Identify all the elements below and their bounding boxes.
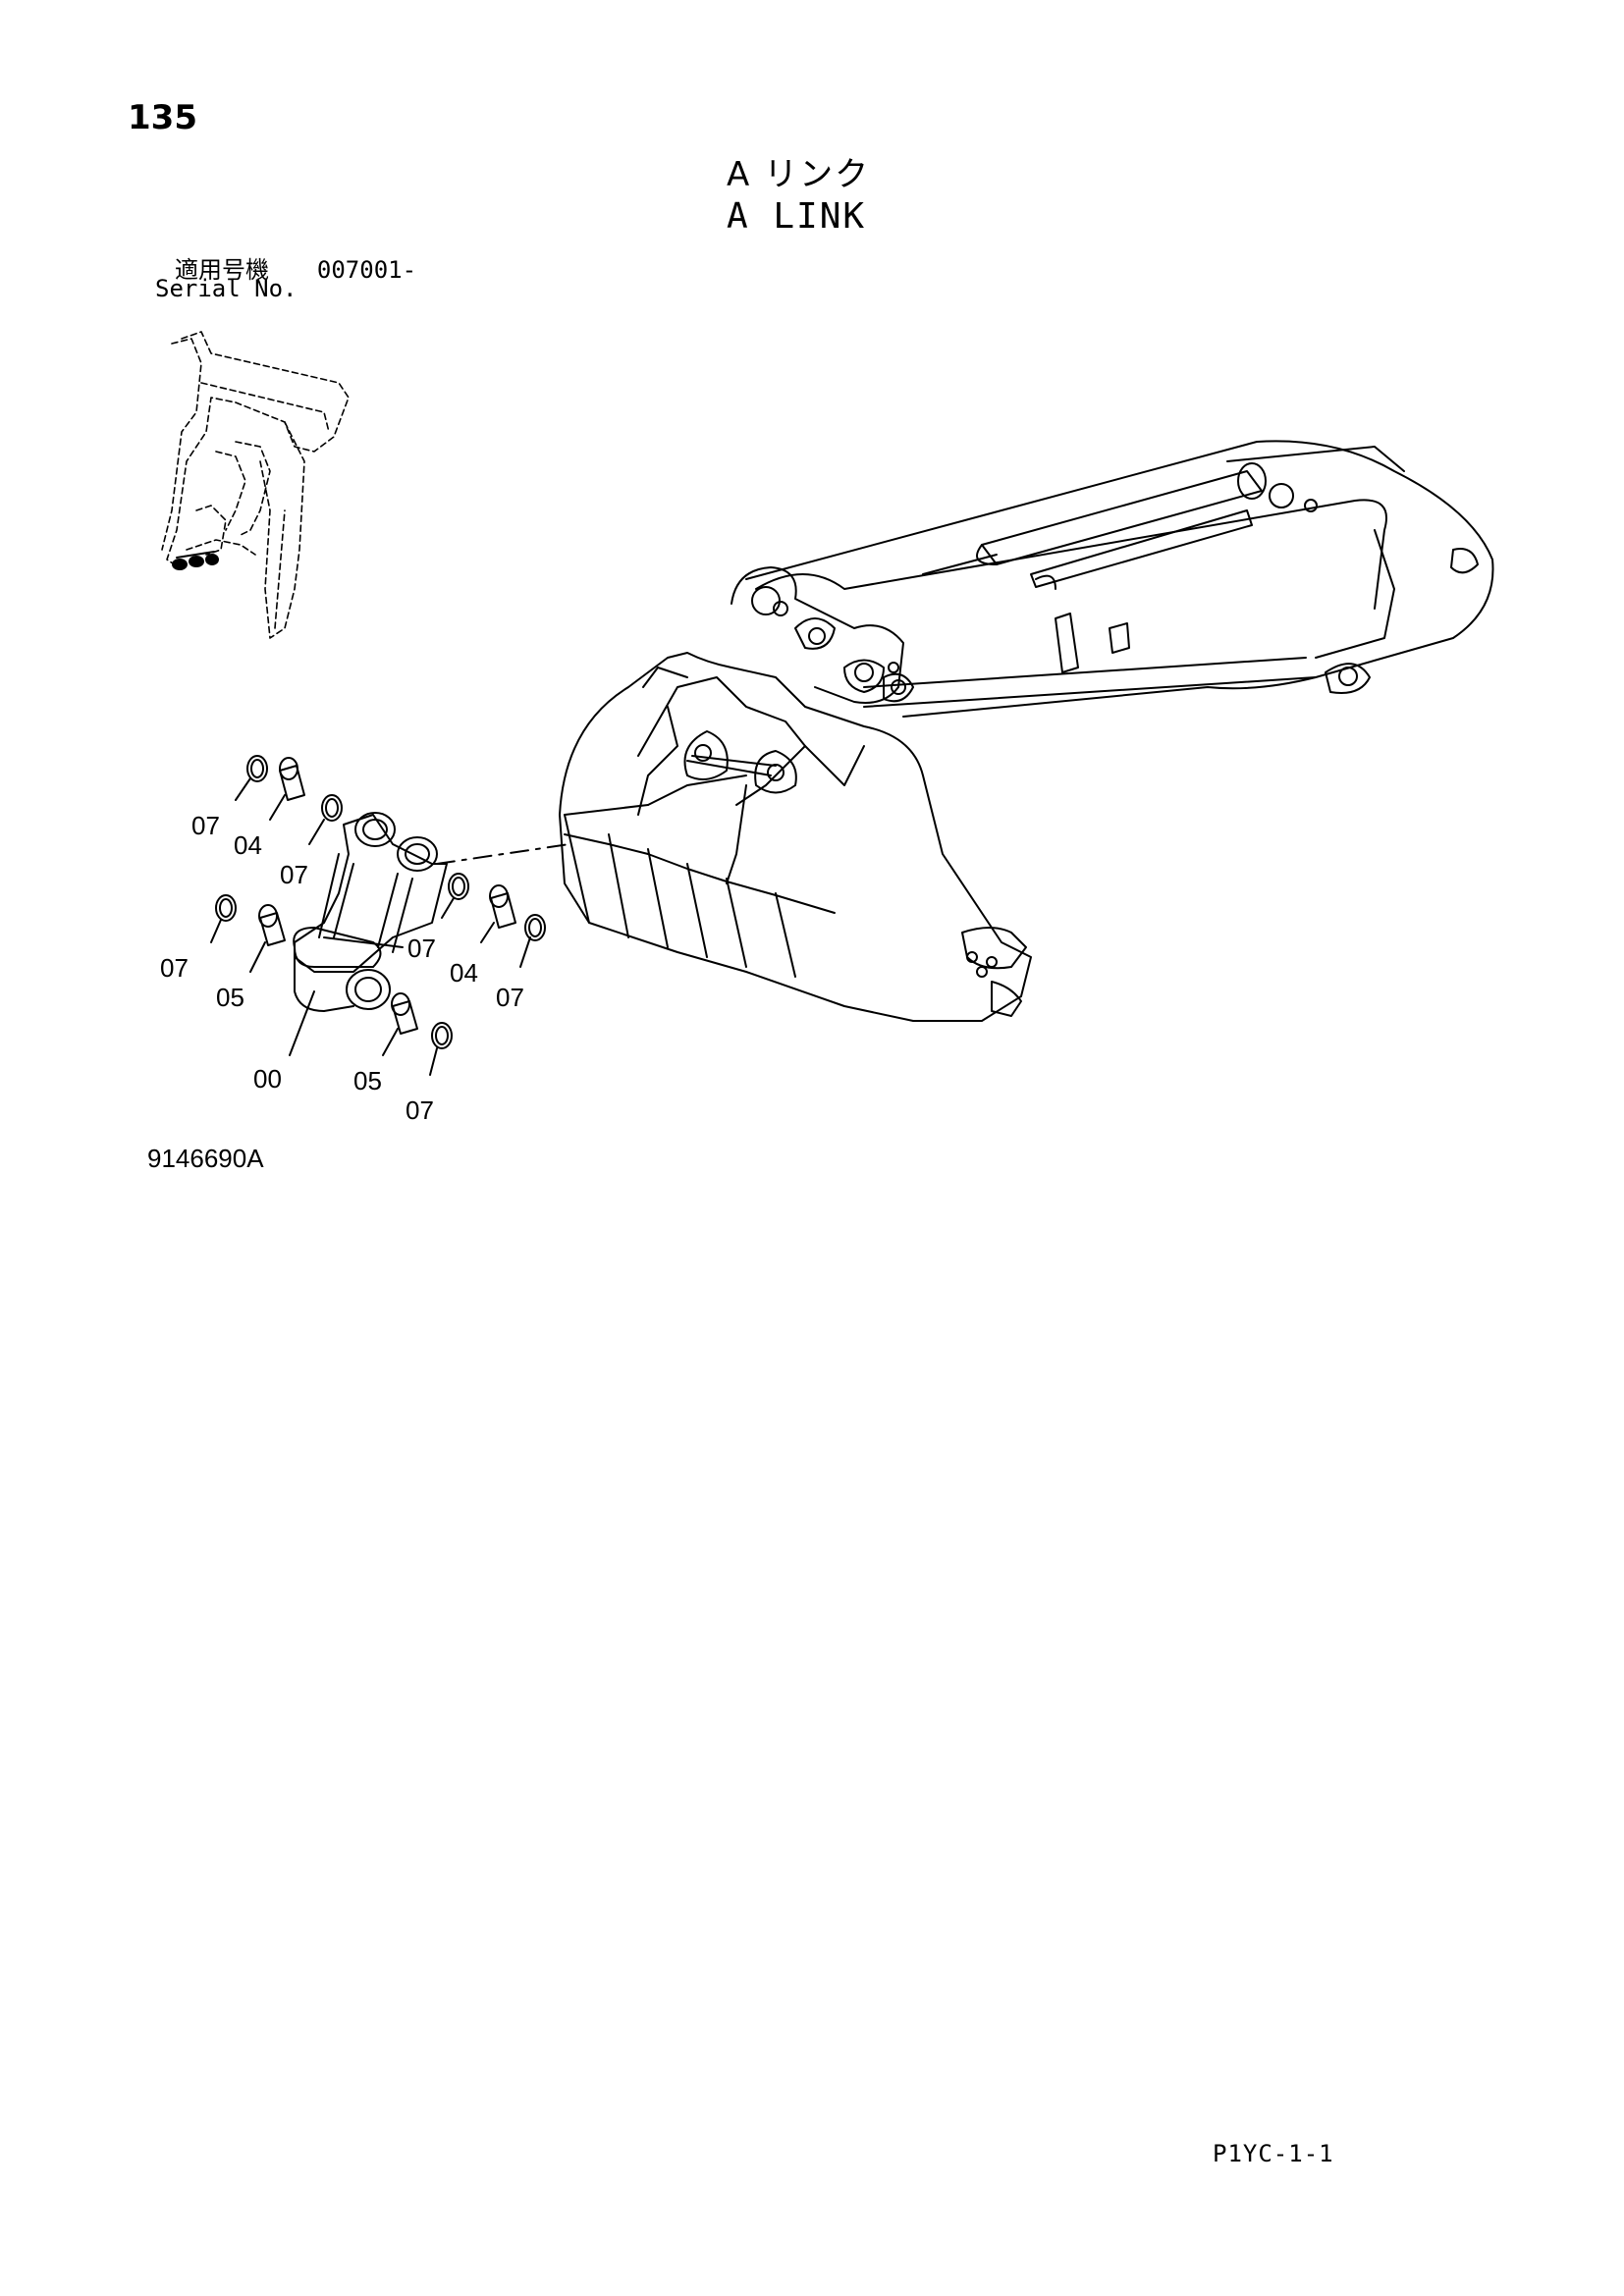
part-label: 07 [280,860,308,889]
page-number: 135 [128,98,197,137]
page-code: P1YC-1-1 [1213,2140,1334,2167]
bushing-04-b [490,892,516,929]
bucket [559,652,1032,1022]
ring-07-b [321,794,343,822]
title-english: A LINK [727,196,867,237]
part-label: 07 [406,1095,434,1125]
serial-row-japanese: 適用号機 007001- [175,250,416,285]
arm-assembly [745,440,1494,718]
bushing-04-a [279,765,305,801]
part-labels: 07 04 07 07 05 00 07 04 07 05 07 [160,811,524,1125]
ring-07-e [215,894,237,922]
link-body [294,814,448,973]
title-japanese: A リンク [727,155,871,194]
part-label: 04 [234,830,262,860]
serial-label-en: Serial No. [155,275,298,302]
part-label: 07 [496,983,524,1012]
exploded-parts [210,755,570,1076]
bushing-05-b [392,1000,418,1035]
part-label: 05 [216,983,244,1012]
ring-07-f [431,1022,453,1049]
serial-label-jp: 適用号機 [175,256,269,284]
part-label: 07 [191,811,220,840]
link-assembly [731,566,914,704]
part-label: 04 [450,958,478,988]
ring-07-a [246,755,268,782]
serial-value: 007001- [316,256,417,284]
ring-07-d [524,914,546,941]
part-label: 00 [253,1064,282,1094]
inset-highlight-icon [172,551,219,570]
ring-07-c [448,873,469,900]
part-label: 05 [353,1066,382,1095]
bushing-05-a [259,912,286,946]
part-label: 07 [407,934,436,963]
part-label: 07 [160,953,189,983]
location-inset [161,331,350,639]
drawing-number: 9146690A [147,1144,264,1173]
